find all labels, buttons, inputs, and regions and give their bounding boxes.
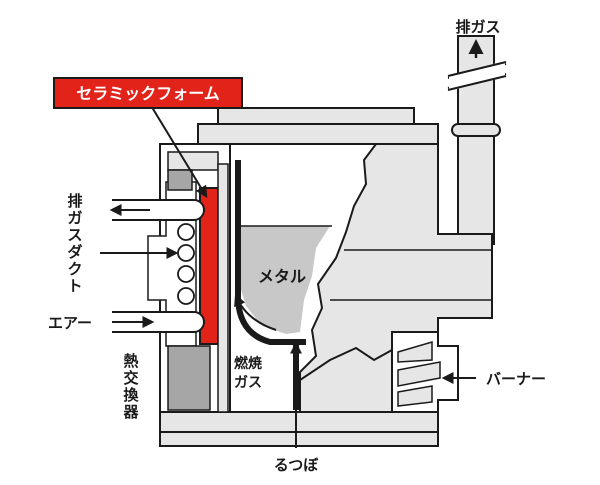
vertical-char: 排 <box>67 192 82 210</box>
heat-exchanger-label: 熱交換器 <box>122 352 139 421</box>
burner-label: バーナー <box>486 370 546 388</box>
exhaust-duct-pipe <box>109 199 205 221</box>
metal-label: メタル <box>258 267 306 286</box>
molten-metal <box>238 226 330 334</box>
exhaust-top-label: 排ガス <box>455 18 500 36</box>
air-pipe <box>112 311 205 333</box>
vertical-char: ス <box>67 226 82 244</box>
ceramic-foam-leader-icon <box>149 103 208 199</box>
exhaust-duct-label-text: 排ガスダクト <box>67 192 82 295</box>
furnace-body <box>197 107 493 421</box>
air-label: エアー <box>48 314 92 332</box>
combustion-gas-arrow-icon <box>234 293 277 331</box>
heat-exchanger-label-text: 熱交換器 <box>122 352 139 421</box>
heat-exchanger-tube <box>177 244 195 262</box>
vertical-char: ク <box>67 260 82 278</box>
vertical-char: 熱 <box>123 352 138 370</box>
vertical-char: 交 <box>123 369 138 387</box>
vertical-char: ダ <box>67 243 82 261</box>
vertical-char: 換 <box>123 386 139 404</box>
heat-exchanger <box>147 143 231 413</box>
vertical-char: ガ <box>67 209 82 227</box>
furnace-base <box>159 411 439 447</box>
heat-exchanger-tube <box>177 287 195 305</box>
crucible-label: るつぼ <box>274 456 319 474</box>
exhaust-chimney <box>447 35 507 245</box>
ceramic-foam-label: セラミックフォーム <box>76 84 220 103</box>
vertical-char: ト <box>67 277 82 295</box>
heat-exchanger-tube <box>177 223 195 241</box>
combustion-gas-label-line2: ガス <box>234 375 262 391</box>
combustion-gas-label-line1: 燃焼 <box>234 355 262 372</box>
chimney-clamp <box>451 123 501 137</box>
ceramic-foam-label-box <box>53 77 243 109</box>
exhaust-duct-label: 排ガスダクト <box>67 192 82 295</box>
vertical-char: 器 <box>122 403 139 421</box>
heat-exchanger-tube <box>177 265 195 283</box>
